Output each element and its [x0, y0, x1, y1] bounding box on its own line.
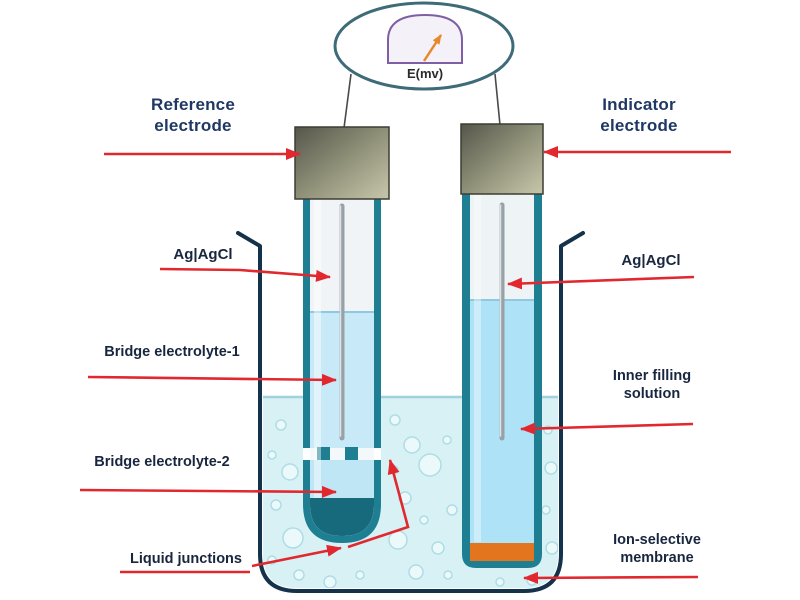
arrow-ag-agcl-right [507, 275, 695, 290]
arrow-inner-filling [520, 422, 694, 435]
arrow-bridge-electrolyte-1 [87, 373, 337, 386]
silver-wire-left [339, 203, 345, 441]
label-bridge-electrolyte-2: Bridge electrolyte-2 [94, 454, 230, 470]
wire-left [343, 73, 352, 129]
reference-cap [294, 126, 390, 200]
label-bridge-electrolyte-1: Bridge electrolyte-1 [104, 344, 240, 360]
silver-wire-right [499, 202, 505, 441]
ion-selective-membrane-shape [470, 543, 534, 561]
arrow-liquid-junction-bottom [251, 544, 342, 568]
voltmeter-dial [387, 13, 463, 64]
arrow-ag-agcl-left [159, 267, 331, 282]
bubbles [267, 410, 558, 588]
liquid-junction-notch [303, 447, 381, 460]
label-reference-electrode: Reference electrode [150, 95, 235, 135]
voltmeter-needle [422, 34, 443, 62]
label-inner-filling-solution: Inner filling solution [612, 368, 692, 402]
arrow-bridge-electrolyte-2 [79, 485, 337, 498]
arrow-ion-membrane [523, 571, 699, 584]
label-indicator-electrode: Indicator electrode [600, 95, 678, 135]
label-ion-selective-membrane: Ion-selective membrane [613, 532, 701, 566]
indicator-cap [460, 123, 544, 195]
label-meter-reading: E(mv) [406, 66, 444, 81]
voltmeter [333, 1, 515, 91]
wire-right [494, 73, 501, 126]
annotation-arrows [79, 146, 731, 584]
label-ag-agcl-left: Ag|AgCl [173, 246, 233, 263]
indicator-tube [462, 190, 542, 568]
label-ag-agcl-right: Ag|AgCl [621, 252, 681, 269]
label-liquid-junctions: Liquid junctions [130, 551, 242, 567]
arrow-liquid-junction-notch [347, 459, 410, 549]
